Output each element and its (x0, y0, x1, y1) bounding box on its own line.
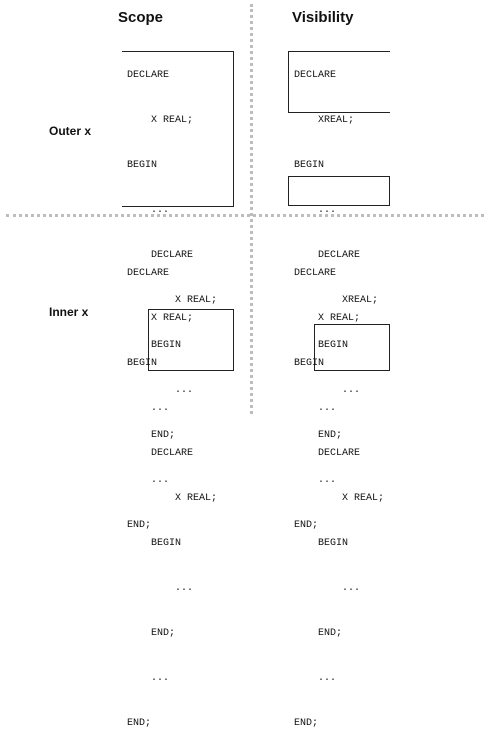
vertical-divider (250, 4, 253, 414)
code-line: XREAL; (294, 115, 355, 126)
code-line: BEGIN (294, 538, 349, 549)
code-line: END; (127, 718, 152, 729)
code-line: ... (294, 385, 361, 396)
code-line: X REAL; (294, 313, 361, 324)
code-line: ... (127, 205, 170, 216)
code-line: DECLARE (127, 70, 170, 81)
code-line: X REAL; (127, 115, 194, 126)
code-line: X REAL; (127, 295, 218, 306)
code-line: X REAL; (127, 313, 194, 324)
code-line: DECLARE (294, 448, 361, 459)
code-line: DECLARE (127, 268, 170, 279)
code-line: ... (127, 385, 194, 396)
code-line: DECLARE (294, 268, 337, 279)
code-line: BEGIN (294, 340, 349, 351)
code-line: DECLARE (127, 448, 194, 459)
code-line: ... (294, 583, 361, 594)
inner-visibility-box (314, 324, 390, 371)
code-line: BEGIN (127, 538, 182, 549)
scope-header: Scope (118, 9, 164, 26)
code-line: BEGIN (127, 340, 182, 351)
code-line: BEGIN (127, 358, 158, 369)
code-line: DECLARE (127, 250, 194, 261)
code-line: ... (127, 403, 170, 414)
inner-scope-box (148, 309, 234, 371)
code-line: END; (127, 628, 176, 639)
inner-scope-code: DECLARE X REAL; BEGIN ... DECLARE X REAL… (127, 236, 217, 746)
horizontal-divider (6, 214, 484, 217)
code-line: XREAL; (294, 295, 379, 306)
code-line: END; (294, 628, 343, 639)
code-line: ... (127, 673, 170, 684)
inner-visibility-code: DECLARE X REAL; BEGIN ... DECLARE X REAL… (294, 236, 384, 746)
code-line: DECLARE (294, 70, 337, 81)
code-line: ... (294, 673, 337, 684)
code-line: ... (294, 403, 337, 414)
code-line: BEGIN (127, 160, 158, 171)
code-line: X REAL; (294, 493, 385, 504)
code-line: DECLARE (294, 250, 361, 261)
outer-visibility-bottom-box (288, 176, 390, 206)
code-line: BEGIN (294, 160, 325, 171)
outer-visibility-top-box (288, 51, 390, 113)
code-line: X REAL; (127, 493, 218, 504)
outer-scope-box (122, 51, 234, 207)
code-line: ... (127, 583, 194, 594)
outer-x-label: Outer x (49, 124, 92, 138)
code-line: ... (294, 205, 337, 216)
visibility-header: Visibility (292, 9, 354, 26)
code-line: BEGIN (294, 358, 325, 369)
code-line: END; (294, 718, 319, 729)
inner-x-label: Inner x (49, 305, 89, 319)
